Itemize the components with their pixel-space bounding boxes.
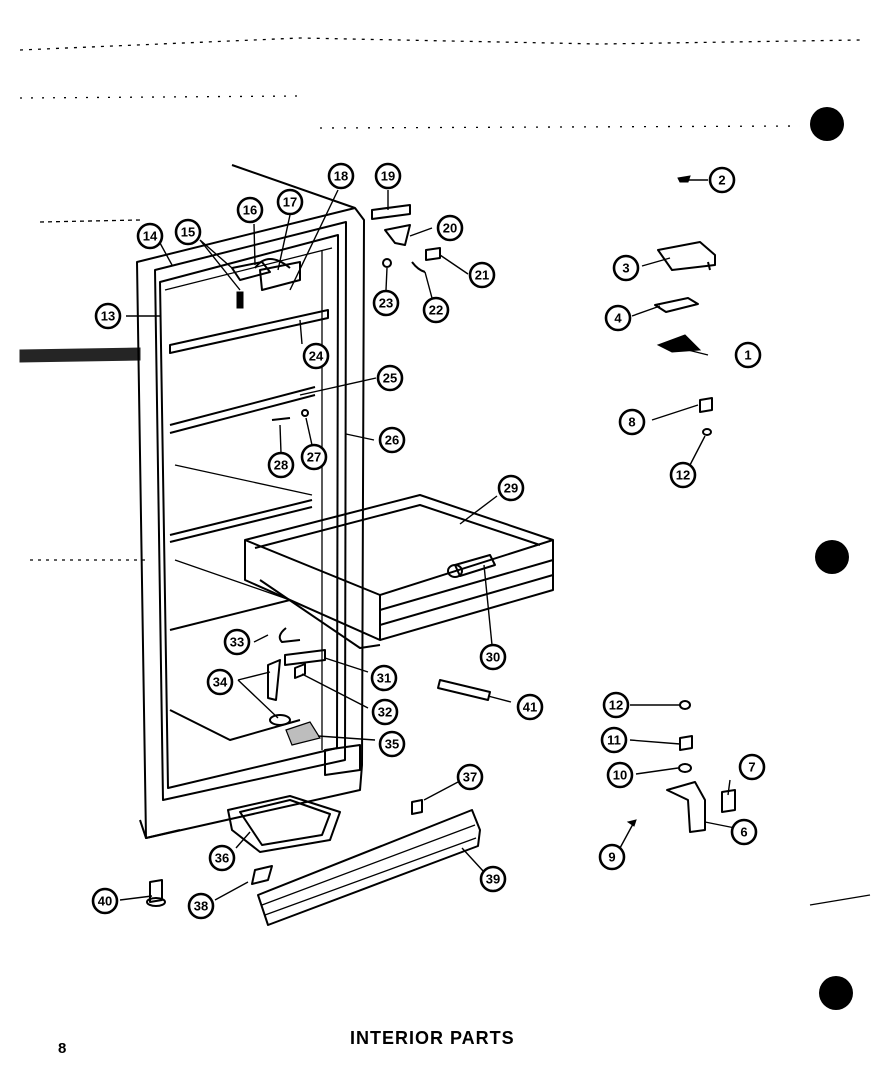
svg-text:40: 40 xyxy=(98,894,112,909)
callout-8: 8 xyxy=(618,408,646,436)
callout-20: 20 xyxy=(436,214,464,242)
callout-1: 1 xyxy=(734,341,762,369)
svg-text:25: 25 xyxy=(383,371,397,386)
callout-34: 34 xyxy=(206,668,234,696)
svg-text:18: 18 xyxy=(334,169,348,184)
callout-18: 18 xyxy=(327,162,355,190)
callout-14: 14 xyxy=(136,222,164,250)
svg-text:12: 12 xyxy=(676,468,690,483)
callout-3: 3 xyxy=(612,254,640,282)
callout-41: 40 xyxy=(91,887,119,915)
svg-text:32: 32 xyxy=(378,705,392,720)
svg-text:22: 22 xyxy=(429,303,443,318)
door-top-parts xyxy=(371,204,441,273)
svg-text:27: 27 xyxy=(307,450,321,465)
svg-text:23: 23 xyxy=(379,296,393,311)
callout-28: 28 xyxy=(267,451,295,479)
callout-7: 7 xyxy=(738,753,766,781)
cabinet-liner xyxy=(136,164,365,839)
callout-19: 19 xyxy=(374,162,402,190)
svg-text:24: 24 xyxy=(309,349,324,364)
svg-text:39: 39 xyxy=(486,872,500,887)
page-title: INTERIOR PARTS xyxy=(350,1028,515,1048)
svg-text:9: 9 xyxy=(608,850,615,865)
svg-text:19: 19 xyxy=(381,169,395,184)
svg-text:2: 2 xyxy=(718,173,725,188)
svg-text:1: 1 xyxy=(744,348,751,363)
callout-12-upper: 12 xyxy=(669,461,697,489)
callout-15: 15 xyxy=(174,218,202,246)
callout-40: 39 xyxy=(479,865,507,893)
callout-13: 13 xyxy=(94,302,122,330)
svg-text:41: 41 xyxy=(523,700,537,715)
callout-24: 24 xyxy=(302,342,330,370)
callout-11: 11 xyxy=(600,726,628,754)
callout-2: 2 xyxy=(708,166,736,194)
svg-text:30: 30 xyxy=(486,650,500,665)
svg-text:13: 13 xyxy=(101,309,115,324)
svg-text:10: 10 xyxy=(613,768,627,783)
callout-33: 33 xyxy=(223,628,251,656)
callout-29: 29 xyxy=(497,474,525,502)
callout-12-lower: 12 xyxy=(602,691,630,719)
callouts: 1 2 3 4 6 7 8 9 10 11 12 12 13 14 15 xyxy=(91,162,766,920)
bottom-parts xyxy=(146,679,491,926)
svg-text:14: 14 xyxy=(143,229,158,244)
svg-text:29: 29 xyxy=(504,481,518,496)
svg-text:16: 16 xyxy=(243,203,257,218)
callout-23: 23 xyxy=(372,289,400,317)
callout-26: 26 xyxy=(378,426,406,454)
callout-37: 37 xyxy=(456,763,484,791)
svg-text:8: 8 xyxy=(628,415,635,430)
svg-text:11: 11 xyxy=(607,733,621,748)
callout-21: 21 xyxy=(468,261,496,289)
svg-text:37: 37 xyxy=(463,770,477,785)
crisper-drawer xyxy=(244,494,554,649)
callout-38: 38 xyxy=(187,892,215,920)
callout-16: 16 xyxy=(236,196,264,224)
callout-17: 17 xyxy=(276,188,304,216)
svg-text:28: 28 xyxy=(274,458,288,473)
svg-text:17: 17 xyxy=(283,195,297,210)
callout-36: 36 xyxy=(208,844,236,872)
svg-text:36: 36 xyxy=(215,851,229,866)
svg-text:31: 31 xyxy=(377,671,391,686)
callout-32: 32 xyxy=(371,698,399,726)
leader-lines xyxy=(119,179,746,901)
callout-4: 4 xyxy=(604,304,632,332)
svg-text:6: 6 xyxy=(740,825,747,840)
binder-hole xyxy=(810,107,844,141)
binder-hole xyxy=(815,540,849,574)
svg-text:12: 12 xyxy=(609,698,623,713)
callout-42: 41 xyxy=(516,693,544,721)
page-number: 8 xyxy=(58,1040,67,1057)
callout-22: 22 xyxy=(422,296,450,324)
svg-text:26: 26 xyxy=(385,433,399,448)
callout-30: 30 xyxy=(479,643,507,671)
hinge-parts xyxy=(626,175,736,833)
callout-31: 31 xyxy=(370,664,398,692)
callout-9: 9 xyxy=(598,843,626,871)
svg-text:21: 21 xyxy=(475,268,489,283)
svg-text:34: 34 xyxy=(213,675,228,690)
svg-text:38: 38 xyxy=(194,899,208,914)
svg-text:3: 3 xyxy=(622,261,629,276)
svg-text:7: 7 xyxy=(748,760,755,775)
binder-hole xyxy=(819,976,853,1010)
svg-text:33: 33 xyxy=(230,635,244,650)
callout-6: 6 xyxy=(730,818,758,846)
callout-27: 27 xyxy=(300,443,328,471)
scan-noise xyxy=(19,37,871,1010)
callout-10: 10 xyxy=(606,761,634,789)
svg-text:20: 20 xyxy=(443,221,457,236)
callout-35: 35 xyxy=(378,730,406,758)
svg-text:4: 4 xyxy=(614,311,622,326)
callout-25: 25 xyxy=(376,364,404,392)
svg-text:35: 35 xyxy=(385,737,399,752)
svg-text:15: 15 xyxy=(181,225,195,240)
